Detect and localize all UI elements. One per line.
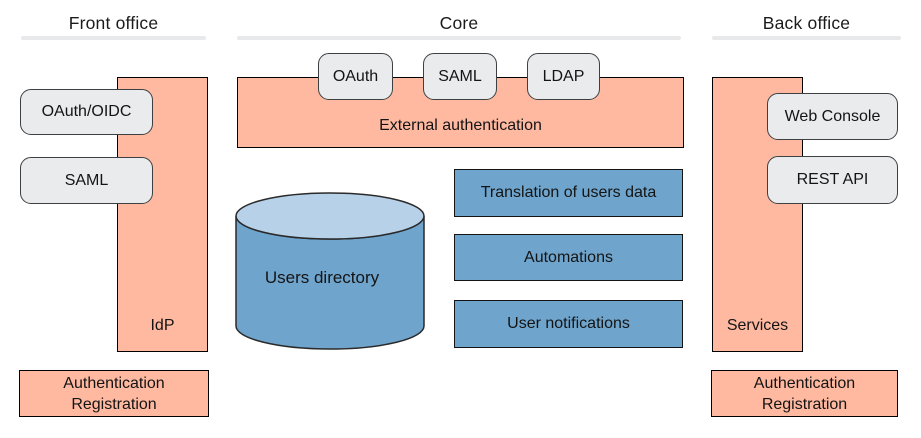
core-title: Core (439, 13, 479, 33)
chip-oauth-core-label: OAuth (332, 67, 379, 85)
chip-oauth-core: OAuth (318, 53, 393, 100)
users-directory-label: Users directory (264, 268, 380, 287)
chip-saml-core-label: SAML (438, 67, 482, 85)
chip-saml-front-label: SAML (64, 171, 109, 189)
chip-ldap-core: LDAP (527, 53, 600, 100)
chip-web-console: Web Console (767, 93, 898, 140)
front-office-title: Front office (68, 13, 159, 33)
back-auth-registration-box: Authentication Registration (711, 370, 898, 417)
front-auth-line2: Registration (71, 395, 157, 413)
external-authentication-label: External authentication (379, 117, 542, 134)
database-cylinder-icon (235, 192, 425, 350)
module-user-notifications-label: User notifications (507, 315, 630, 332)
front-auth-line1: Authentication (63, 374, 165, 392)
chip-saml-core: SAML (423, 53, 497, 100)
module-automations-label: Automations (524, 248, 613, 266)
chip-oauth-oidc: OAuth/OIDC (20, 89, 153, 135)
module-automations: Automations (454, 234, 683, 281)
front-office-rule (21, 36, 206, 40)
services-column-label: Services (726, 317, 789, 334)
idp-column-label: IdP (150, 317, 175, 334)
chip-web-console-label: Web Console (784, 107, 881, 125)
module-translation-of-users-data: Translation of users data (454, 169, 683, 217)
module-translation-label: Translation of users data (480, 184, 657, 201)
core-rule (237, 36, 681, 40)
back-office-rule (712, 36, 901, 40)
chip-saml-front: SAML (20, 157, 153, 204)
chip-rest-api-label: REST API (796, 171, 869, 188)
chip-oauth-oidc-label: OAuth/OIDC (41, 103, 132, 120)
module-user-notifications: User notifications (454, 300, 683, 348)
chip-ldap-core-label: LDAP (542, 67, 585, 85)
back-auth-line1: Authentication (753, 374, 856, 392)
users-directory-cylinder (234, 191, 426, 351)
back-auth-line2: Registration (761, 395, 848, 413)
chip-rest-api: REST API (767, 156, 898, 204)
back-office-title: Back office (762, 13, 851, 33)
front-auth-registration-box: Authentication Registration (19, 370, 209, 417)
